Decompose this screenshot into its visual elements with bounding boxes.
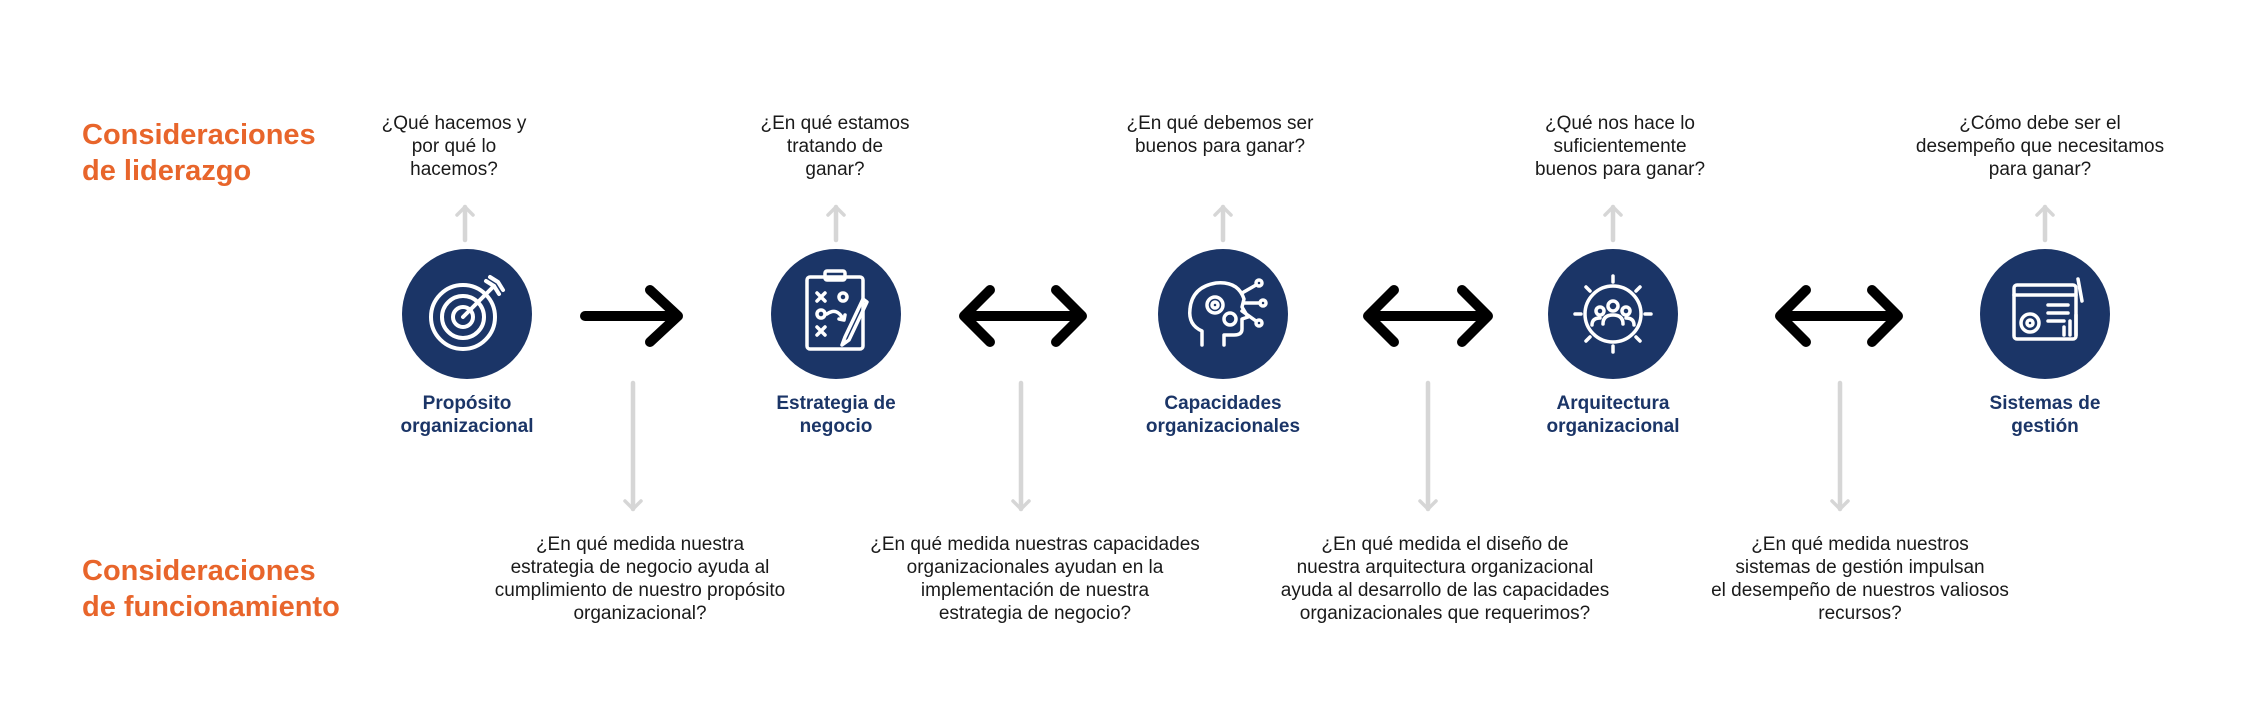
flow-arrows bbox=[580, 285, 1903, 347]
node-label-estrategia: Estrategia de negocio bbox=[736, 392, 936, 438]
question-line: ¿En qué debemos ser bbox=[1126, 113, 1314, 134]
question-line: tratando de bbox=[786, 136, 884, 157]
strategy-board-icon bbox=[805, 269, 869, 351]
operations-line-2: de funcionamiento bbox=[82, 591, 340, 623]
leadership-line-2: de liderazgo bbox=[82, 155, 252, 187]
node-arquitectura-organizacional bbox=[1548, 249, 1678, 379]
question-line: organizacional? bbox=[573, 603, 707, 624]
node-proposito-organizacional bbox=[402, 249, 532, 379]
question-line: ¿En qué medida nuestros bbox=[1751, 534, 1969, 555]
node-estrategia-de-negocio bbox=[771, 249, 901, 379]
top-question-arquitectura: ¿Qué nos hace lo suficientemente buenos … bbox=[1500, 112, 1740, 181]
leadership-considerations-label: Consideraciones de liderazgo bbox=[82, 117, 316, 189]
question-line: estrategia de negocio ayuda al bbox=[510, 557, 770, 578]
node-capacidades-organizacionales bbox=[1158, 249, 1288, 379]
bottom-question-3: ¿En qué medida el diseño de nuestra arqu… bbox=[1245, 533, 1645, 625]
question-line: ¿En qué medida nuestras capacidades bbox=[870, 534, 1200, 555]
down-connectors bbox=[623, 380, 1850, 512]
question-line: ¿En qué medida nuestra bbox=[535, 534, 745, 555]
operation-considerations-label: Consideraciones de funcionamiento bbox=[82, 553, 340, 625]
team-gear-icon bbox=[1573, 274, 1653, 354]
question-line: ayuda al desarrollo de las capacidades bbox=[1280, 580, 1610, 601]
question-line: cumplimiento de nuestro propósito bbox=[494, 580, 786, 601]
question-line: ¿Qué nos hace lo bbox=[1545, 113, 1695, 134]
question-line: buenos para ganar? bbox=[1134, 136, 1306, 157]
question-line: organizacionales que requerimos? bbox=[1299, 603, 1591, 624]
management-system-icon bbox=[2012, 277, 2084, 341]
question-line: sistemas de gestión impulsan bbox=[1735, 557, 1985, 578]
label-line: Sistemas de bbox=[1989, 393, 2101, 414]
top-question-estrategia: ¿En qué estamos tratando de ganar? bbox=[725, 112, 945, 181]
question-line: ganar? bbox=[805, 159, 865, 180]
label-line: Estrategia de bbox=[776, 393, 896, 414]
question-line: ¿En qué medida el diseño de bbox=[1321, 534, 1569, 555]
label-line: organizacional bbox=[1546, 416, 1680, 437]
up-connectors bbox=[455, 204, 2055, 243]
bottom-question-1: ¿En qué medida nuestra estrategia de neg… bbox=[460, 533, 820, 625]
question-line: por qué lo bbox=[411, 136, 497, 157]
node-label-sistemas: Sistemas de gestión bbox=[1945, 392, 2145, 438]
label-line: negocio bbox=[799, 416, 873, 437]
node-label-arquitectura: Arquitectura organizacional bbox=[1513, 392, 1713, 438]
question-line: nuestra arquitectura organizacional bbox=[1296, 557, 1594, 578]
question-line: ¿Cómo debe ser el bbox=[1959, 113, 2121, 134]
label-line: organizacional bbox=[400, 416, 534, 437]
question-line: implementación de nuestra bbox=[920, 580, 1150, 601]
leadership-line-1: Consideraciones bbox=[82, 119, 316, 151]
label-line: gestión bbox=[2011, 416, 2079, 437]
question-line: ¿Qué hacemos y bbox=[381, 113, 527, 134]
top-question-capacidades: ¿En qué debemos ser buenos para ganar? bbox=[1100, 112, 1340, 158]
node-label-capacidades: Capacidades organizacionales bbox=[1113, 392, 1333, 438]
question-line: ¿En qué estamos bbox=[760, 113, 910, 134]
question-line: desempeño que necesitamos bbox=[1915, 136, 2165, 157]
label-line: Capacidades bbox=[1164, 393, 1282, 414]
question-line: hacemos? bbox=[410, 159, 498, 180]
brain-gears-icon bbox=[1188, 278, 1268, 347]
label-line: Propósito bbox=[422, 393, 512, 414]
label-line: Arquitectura bbox=[1556, 393, 1670, 414]
bottom-question-2: ¿En qué medida nuestras capacidades orga… bbox=[845, 533, 1225, 625]
question-line: recursos? bbox=[1818, 603, 1902, 624]
two-way-arrow-3 bbox=[1363, 285, 1493, 347]
two-way-arrow-2 bbox=[959, 285, 1087, 347]
question-line: suficientemente bbox=[1553, 136, 1687, 157]
question-line: para ganar? bbox=[1988, 159, 2092, 180]
node-sistemas-de-gestion bbox=[1980, 249, 2110, 379]
node-label-proposito: Propósito organizacional bbox=[367, 392, 567, 438]
label-line: organizacionales bbox=[1145, 416, 1301, 437]
two-way-arrow-4 bbox=[1775, 285, 1903, 347]
target-icon bbox=[429, 275, 505, 351]
question-line: buenos para ganar? bbox=[1534, 159, 1706, 180]
question-line: organizacionales ayudan en la bbox=[906, 557, 1164, 578]
one-way-arrow-1 bbox=[580, 285, 683, 347]
operations-line-1: Consideraciones bbox=[82, 555, 316, 587]
question-line: el desempeño de nuestros valiosos bbox=[1711, 580, 2009, 601]
top-question-sistemas: ¿Cómo debe ser el desempeño que necesita… bbox=[1880, 112, 2200, 181]
top-question-proposito: ¿Qué hacemos y por qué lo hacemos? bbox=[364, 112, 544, 181]
question-line: estrategia de negocio? bbox=[938, 603, 1132, 624]
bottom-question-4: ¿En qué medida nuestros sistemas de gest… bbox=[1670, 533, 2050, 625]
